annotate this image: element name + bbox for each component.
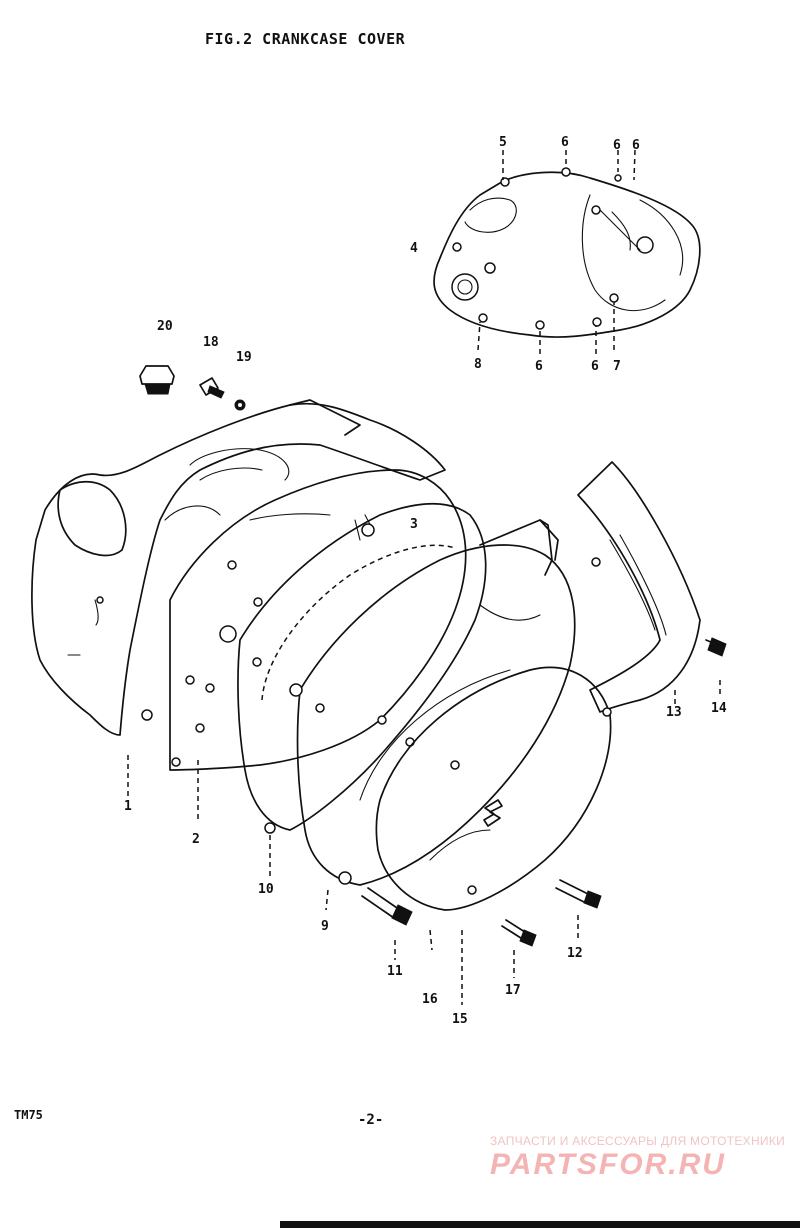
part-label-7: 7 — [613, 359, 621, 374]
page-number: -2- — [358, 1112, 384, 1128]
oil-filler-cap — [139, 365, 175, 395]
part-label-8: 8 — [474, 357, 482, 372]
part-label-4: 4 — [410, 241, 418, 256]
part-label-12: 12 — [567, 946, 583, 961]
part-label-15: 15 — [452, 1012, 468, 1027]
part-label-6b: 6 — [613, 138, 621, 153]
part-label-5: 5 — [499, 135, 507, 150]
part-label-20: 20 — [157, 319, 173, 334]
part-label-18: 18 — [203, 335, 219, 350]
screw-14 — [705, 637, 727, 657]
scan-bottom-edge — [280, 1221, 800, 1228]
part-label-6e: 6 — [591, 359, 599, 374]
outer-cover-15 — [359, 666, 612, 911]
part-label-17: 17 — [505, 983, 521, 998]
figure-title: FIG.2 CRANKCASE COVER — [205, 30, 406, 48]
screw-12 — [555, 879, 602, 909]
model-code: TM75 — [14, 1108, 43, 1122]
part-label-6a: 6 — [561, 135, 569, 150]
bolt-18 — [199, 377, 225, 399]
part-label-11: 11 — [387, 964, 403, 979]
washer-19 — [234, 399, 246, 411]
screw-11 — [361, 887, 413, 926]
crankcase-body — [31, 399, 446, 736]
watermark-logo: PARTSFOR.RU — [490, 1148, 726, 1181]
part-label-6d: 6 — [535, 359, 543, 374]
part-label-14: 14 — [711, 701, 727, 716]
screw-17 — [501, 919, 537, 947]
part-label-2: 2 — [192, 832, 200, 847]
part-label-19: 19 — [236, 350, 252, 365]
part-label-10: 10 — [258, 882, 274, 897]
part-label-13: 13 — [666, 705, 682, 720]
cover-plate-13 — [577, 461, 701, 713]
part-label-6c: 6 — [632, 138, 640, 153]
part-label-3: 3 — [410, 517, 418, 532]
leader-lines — [127, 149, 721, 1005]
crankcase-cover-9 — [289, 519, 576, 886]
watermark-caption: ЗАПЧАСТИ И АКСЕССУАРЫ ДЛЯ МОТОТЕХНИКИ — [490, 1134, 786, 1148]
part-label-16: 16 — [422, 992, 438, 1007]
part-label-1: 1 — [124, 799, 132, 814]
gasket-10 — [237, 502, 487, 834]
gasket-2 — [169, 469, 467, 771]
inner-clutch-cover — [433, 167, 701, 338]
part-label-9: 9 — [321, 919, 329, 934]
suzuki-s-logo — [483, 799, 503, 827]
